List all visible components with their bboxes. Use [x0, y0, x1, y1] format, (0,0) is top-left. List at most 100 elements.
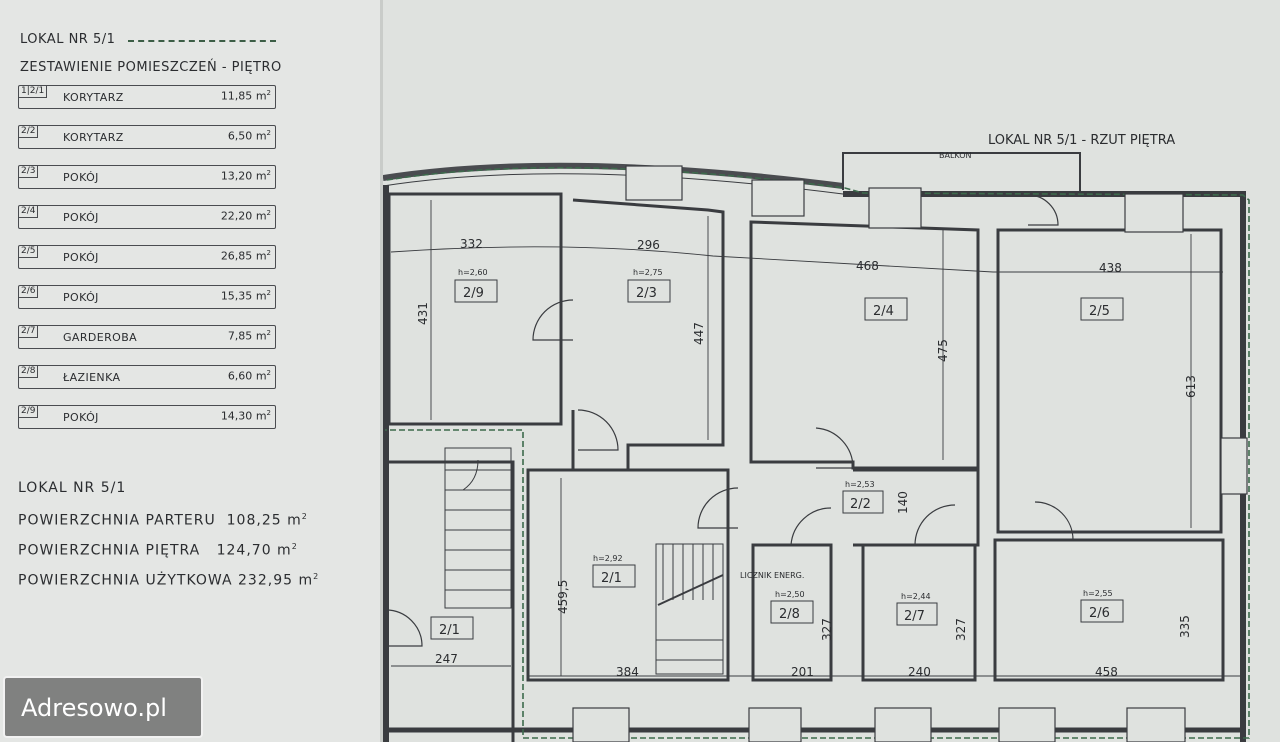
room-id: 2/2 — [850, 497, 871, 512]
plan-title: LOKAL NR 5/1 - RZUT PIĘTRA — [988, 133, 1175, 148]
room-area: 14,30 m2 — [220, 409, 271, 423]
room-label-2-7: h=2,44 2/7 — [896, 592, 938, 626]
summary-label: POWIERZCHNIA PARTERU — [18, 512, 216, 529]
ceiling-height: h=2,75 — [633, 268, 663, 277]
summary-row: POWIERZCHNIA UŻYTKOWA 232,95 m2 — [18, 572, 320, 589]
room-id: 2/1 — [439, 623, 460, 638]
balcony-outline — [842, 152, 1081, 194]
window — [998, 707, 1056, 742]
room-area-unit: m — [255, 329, 267, 343]
meter-label: LICZNIK ENERG. — [740, 571, 804, 580]
room-name: ŁAZIENKA — [63, 371, 121, 384]
room-area-unit: m — [255, 209, 267, 223]
ceiling-height: h=2,53 — [845, 480, 875, 489]
room-2-6-walls — [993, 538, 1225, 682]
room-area-unit: m — [255, 289, 267, 303]
room-label-2-1-stair: 2/1 — [430, 616, 474, 640]
dimension-label: 384 — [616, 665, 639, 679]
room-area: 7,85 m2 — [227, 329, 271, 343]
balcony-label: BALKON — [939, 151, 972, 160]
room-area: 11,85 m2 — [220, 89, 271, 103]
room-area-unit: m — [255, 89, 267, 103]
room-area-unit: m — [255, 409, 267, 423]
room-code: 2/5 — [19, 246, 39, 258]
ceiling-height: h=2,50 — [775, 590, 805, 599]
room-area: 13,20 m2 — [220, 169, 271, 183]
room-area-unit: m — [255, 369, 267, 383]
room-area-value: 22,20 — [220, 209, 253, 223]
summary-title: LOKAL NR 5/1 — [18, 480, 127, 496]
room-area-value: 26,85 — [220, 249, 253, 263]
dimension-label: 431 — [416, 302, 430, 325]
room-row: 2/9 POKÓJ 14,30 m2 — [18, 405, 276, 429]
summary-value: 232,95 m — [238, 572, 314, 589]
watermark-text: Adresowo.pl — [21, 694, 167, 722]
dimension-label: 240 — [908, 665, 931, 679]
room-2-9-walls — [387, 192, 563, 426]
dimension-label: 247 — [435, 652, 458, 666]
lokal-boundary — [385, 166, 1250, 739]
room-code: 2/8 — [19, 366, 39, 378]
window — [751, 179, 805, 217]
rooms-title: ZESTAWIENIE POMIESZCZEŃ - PIĘTRO — [20, 60, 282, 75]
room-2-1-walls — [526, 468, 730, 682]
room-code: 2/6 — [19, 286, 39, 298]
room-id: 2/7 — [904, 609, 925, 624]
summary-row: POWIERZCHNIA PIĘTRA 124,70 m2 — [18, 542, 298, 559]
window — [1124, 193, 1184, 233]
room-code: 2/9 — [19, 406, 39, 418]
room-area-unit: m — [255, 169, 267, 183]
dimension-label: 459,5 — [556, 580, 570, 614]
outer-wall-right-top — [843, 191, 1246, 440]
room-id: 2/1 — [601, 571, 622, 586]
room-label-2-2: h=2,53 2/2 — [842, 480, 884, 514]
room-area-value: 6,50 — [227, 129, 253, 143]
room-label-2-5: 2/5 — [1080, 297, 1124, 321]
window — [748, 707, 802, 742]
window — [868, 187, 922, 229]
dimension-label: 332 — [460, 237, 483, 251]
door-swing — [1027, 194, 1059, 226]
room-name: POKÓJ — [63, 411, 99, 424]
summary-label: POWIERZCHNIA UŻYTKOWA — [18, 572, 233, 589]
room-schedule-panel: LOKAL NR 5/1 ZESTAWIENIE POMIESZCZEŃ - P… — [0, 0, 383, 742]
floor-plan-drawing: LOKAL NR 5/1 - RZUT PIĘTRA BALKON LICZNI… — [383, 133, 1250, 742]
room-id: 2/5 — [1089, 304, 1110, 319]
ceiling-height: h=2,60 — [458, 268, 488, 277]
dimension-label: 327 — [954, 618, 968, 641]
room-area-value: 14,30 — [220, 409, 253, 423]
dimension-label: 438 — [1099, 261, 1122, 275]
door-swing — [697, 487, 739, 529]
dimension-label: 201 — [791, 665, 814, 679]
summary-value: 124,70 m — [216, 542, 292, 559]
lokal-boundary-legend — [128, 40, 276, 42]
door-swing — [914, 504, 956, 546]
dimension-line — [390, 246, 1223, 273]
room-name: KORYTARZ — [63, 91, 124, 104]
room-row: 2/8 ŁAZIENKA 6,60 m2 — [18, 365, 276, 389]
curved-outer-wall — [383, 162, 844, 189]
room-id: 2/9 — [463, 286, 484, 301]
room-label-2-3: h=2,75 2/3 — [627, 268, 671, 303]
window — [1126, 707, 1186, 742]
stair-right — [655, 543, 724, 675]
door-swing — [385, 609, 423, 647]
door-swing — [577, 409, 619, 451]
room-area-unit: m — [255, 129, 267, 143]
dimension-label: 458 — [1095, 665, 1118, 679]
room-area: 15,35 m2 — [220, 289, 271, 303]
room-area: 6,60 m2 — [227, 369, 271, 383]
ceiling-height: h=2,92 — [593, 554, 623, 563]
window — [572, 707, 630, 742]
room-area: 6,50 m2 — [227, 129, 271, 143]
dimension-label: 613 — [1184, 375, 1198, 398]
room-id: 2/4 — [873, 304, 894, 319]
room-code: 2/4 — [19, 206, 39, 218]
lokal-title: LOKAL NR 5/1 — [20, 32, 116, 47]
